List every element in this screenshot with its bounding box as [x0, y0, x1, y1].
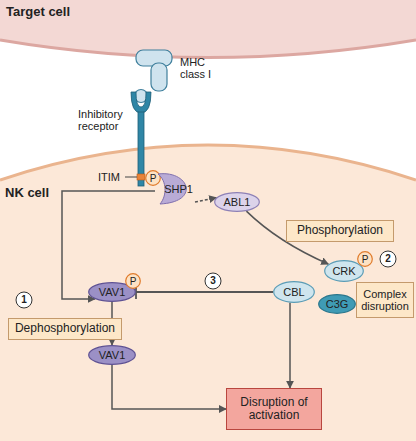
protein-oval: VAV1: [88, 345, 136, 365]
target-cell-band: Target cell: [0, 0, 416, 78]
node-text: VAV1: [99, 349, 126, 361]
part-label: MHC class I: [180, 56, 224, 80]
nk-cell-band: NK cellPSHP1ABL1PhosphorylationCRKPVAV1P…: [0, 120, 416, 441]
protein-oval: CBL: [273, 281, 315, 303]
protein-oval: ABL1: [214, 192, 260, 212]
node-text: Dephosphorylation: [15, 322, 115, 335]
node-text: P: [362, 254, 369, 265]
node-text: Complex disruption: [356, 288, 414, 312]
node-text: P: [150, 173, 157, 184]
process-box: Dephosphorylation: [8, 318, 122, 340]
phosphatase-crescent: SHP1: [155, 172, 195, 206]
node-text: NK cell: [5, 186, 49, 200]
part-label: Inhibitory receptor: [78, 108, 138, 132]
process-box: Phosphorylation: [286, 220, 394, 242]
node-text: SHP1: [157, 183, 193, 195]
node-text: CBL: [283, 286, 304, 298]
protein-oval: CRK: [324, 260, 364, 282]
node-text: VAV1: [99, 286, 126, 298]
phospho-circle: P: [145, 170, 161, 186]
receptor-head: [131, 92, 151, 113]
mhc-alpha3-domain: [151, 63, 167, 91]
callout-number: 1: [16, 294, 32, 305]
node-text: CRK: [332, 265, 355, 277]
phospho-circle: P: [125, 273, 141, 289]
node-text: ABL1: [224, 196, 251, 208]
node-text: C3G: [326, 298, 349, 310]
node-text: Disruption of activation: [226, 396, 322, 422]
outcome-box: Disruption of activation: [226, 388, 322, 430]
node-text: Target cell: [6, 5, 70, 19]
node-text: Phosphorylation: [297, 224, 383, 237]
mhc-beta2m-domain: [135, 90, 148, 103]
node-text: P: [130, 276, 137, 287]
part-label: ITIM: [98, 171, 126, 183]
phospho-circle: P: [357, 251, 373, 267]
callout-number: 3: [205, 275, 221, 286]
process-box: Complex disruption: [356, 282, 414, 318]
callout-number: 2: [380, 253, 396, 264]
protein-oval: C3G: [318, 294, 356, 314]
